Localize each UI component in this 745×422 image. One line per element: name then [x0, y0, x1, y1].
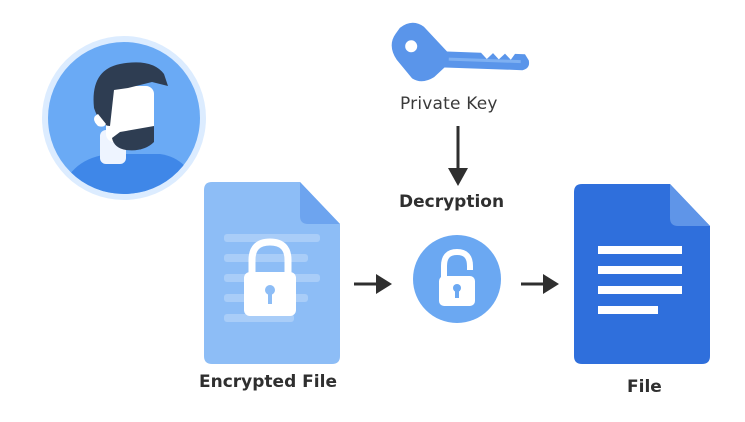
arrow-right-1 [354, 274, 392, 294]
unlocked-padlock-icon [413, 235, 501, 323]
decryption-label: Decryption [399, 192, 505, 212]
user-avatar-icon [42, 36, 206, 200]
locked-document-icon [204, 182, 340, 364]
key-icon [391, 22, 530, 82]
arrow-down [448, 126, 468, 186]
file-label: File [627, 377, 662, 397]
encrypted-file-label: Encrypted File [199, 372, 337, 392]
document-icon [574, 184, 710, 364]
private-key-label: Private Key [400, 94, 498, 114]
arrow-right-2 [521, 274, 559, 294]
